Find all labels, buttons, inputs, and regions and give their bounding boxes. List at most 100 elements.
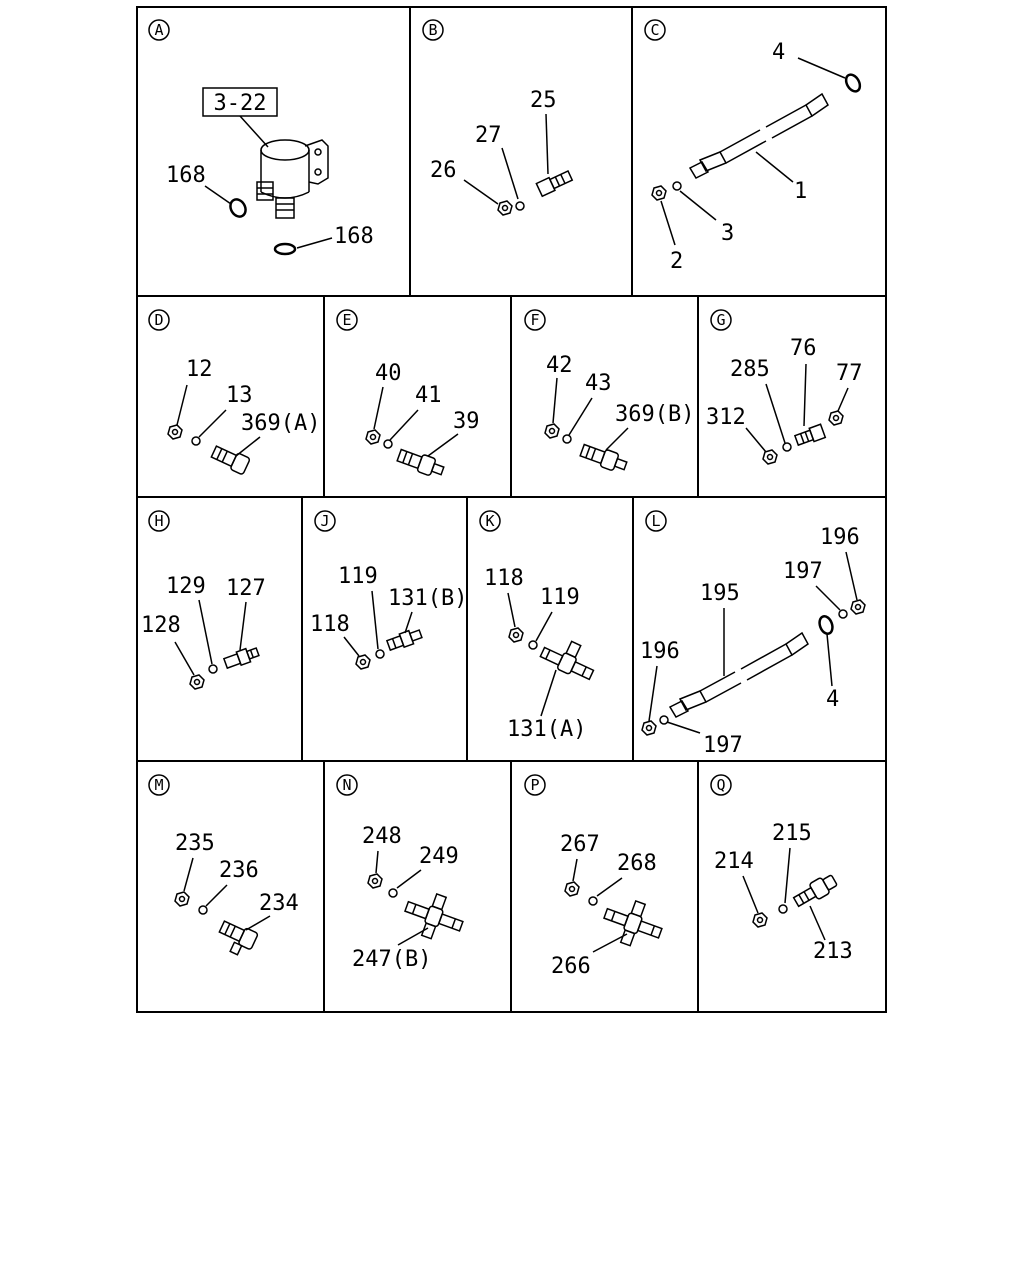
part-label: 26 <box>430 158 457 183</box>
filter-housing-icon <box>256 139 329 219</box>
union-fitting-icon <box>385 629 423 652</box>
nut-icon <box>167 424 183 440</box>
panel-f: F 42 43 369(B) <box>524 309 694 471</box>
part-label: 118 <box>310 612 350 637</box>
elbow-fitting-icon <box>210 445 251 475</box>
part-label: 248 <box>362 824 402 849</box>
part-label: 27 <box>475 123 502 148</box>
panel-e: E 40 41 39 <box>336 309 480 476</box>
part-label: 196 <box>820 525 860 550</box>
panel-h: H 129 127 128 <box>141 510 266 690</box>
panel-a: A 3-22 168 168 <box>148 19 374 256</box>
washer-icon <box>659 715 669 725</box>
svg-text:D: D <box>154 311 163 329</box>
washer-icon <box>191 436 201 446</box>
washer-icon <box>782 442 792 452</box>
svg-text:P: P <box>530 776 539 794</box>
svg-text:A: A <box>154 21 163 39</box>
nut-icon <box>828 410 844 426</box>
washer-icon <box>388 888 398 898</box>
washer-icon <box>375 649 385 659</box>
part-label: 268 <box>617 851 657 876</box>
part-label: 249 <box>419 844 459 869</box>
panel-grid <box>136 6 887 1013</box>
panel-letter: K <box>479 510 501 532</box>
svg-text:B: B <box>428 21 437 39</box>
nut-icon <box>365 429 381 445</box>
o-ring-icon <box>844 73 862 93</box>
panel-letter: Q <box>710 774 732 796</box>
panel-letter: J <box>314 510 336 532</box>
part-label: 197 <box>703 733 743 758</box>
o-ring-icon <box>818 615 834 635</box>
part-label: 4 <box>826 687 839 712</box>
washer-icon <box>838 609 848 619</box>
nut-icon <box>497 200 513 216</box>
svg-text:K: K <box>485 512 494 530</box>
svg-text:H: H <box>154 512 163 530</box>
cross-fitting-icon <box>603 899 663 947</box>
nut-icon <box>367 873 383 889</box>
panel-letter: E <box>336 309 358 331</box>
cross-fitting-icon <box>404 892 464 940</box>
washer-icon <box>383 439 393 449</box>
part-label: 312 <box>706 405 746 430</box>
washer-icon <box>528 640 538 650</box>
panel-q: Q 215 214 213 <box>710 774 853 964</box>
part-label: 236 <box>219 858 259 883</box>
panel-b: B 25 27 26 <box>422 19 574 216</box>
hose-pipe-icon <box>668 631 809 718</box>
part-label: 168 <box>334 224 374 249</box>
panel-letter: F <box>524 309 546 331</box>
part-label: 118 <box>484 566 524 591</box>
nut-icon <box>174 891 190 907</box>
svg-text:F: F <box>530 311 539 329</box>
panel-p: P 267 268 266 <box>524 774 663 979</box>
part-label: 4 <box>772 40 785 65</box>
part-label: 196 <box>640 639 680 664</box>
part-label: 369(A) <box>241 411 320 436</box>
panel-c: C 4 1 3 2 <box>644 19 862 274</box>
o-ring-icon <box>273 242 297 256</box>
part-label: 195 <box>700 581 740 606</box>
svg-text:C: C <box>650 21 659 39</box>
part-label: 131(B) <box>388 586 467 611</box>
part-label: 235 <box>175 831 215 856</box>
nut-icon <box>762 449 778 465</box>
part-label: 128 <box>141 613 181 638</box>
union-fitting-icon <box>535 170 574 198</box>
union-fitting-icon <box>222 647 260 670</box>
washer-icon <box>672 181 682 191</box>
union-fitting-icon <box>793 423 827 447</box>
nut-icon <box>544 423 560 439</box>
panel-letter: L <box>645 510 667 532</box>
part-label: 76 <box>790 336 817 361</box>
part-label: 266 <box>551 954 591 979</box>
banjo-bolt-icon <box>792 874 838 908</box>
part-label: 13 <box>226 383 253 408</box>
nut-icon <box>752 912 768 928</box>
hose-pipe-icon <box>688 92 829 179</box>
part-label: 131(A) <box>507 717 586 742</box>
part-label: 127 <box>226 576 266 601</box>
panel-letter: P <box>524 774 546 796</box>
part-label: 2 <box>670 249 683 274</box>
part-label: 369(B) <box>615 402 694 427</box>
o-ring-icon <box>229 198 247 218</box>
panel-letter: M <box>148 774 170 796</box>
nut-icon <box>651 185 667 201</box>
panel-letter: H <box>148 510 170 532</box>
part-label: 213 <box>813 939 853 964</box>
part-label: 267 <box>560 832 600 857</box>
panel-letter: A <box>148 19 170 41</box>
tee-fitting-icon <box>539 640 595 681</box>
part-label: 119 <box>540 585 580 610</box>
panel-n: N 248 249 247(B) <box>336 774 464 972</box>
part-label: 215 <box>772 821 812 846</box>
elbow-fitting-icon <box>579 443 628 471</box>
part-label: 42 <box>546 353 573 378</box>
part-label: 39 <box>453 409 480 434</box>
part-label: 119 <box>338 564 378 589</box>
panel-g: G 76 285 77 312 <box>706 309 863 465</box>
